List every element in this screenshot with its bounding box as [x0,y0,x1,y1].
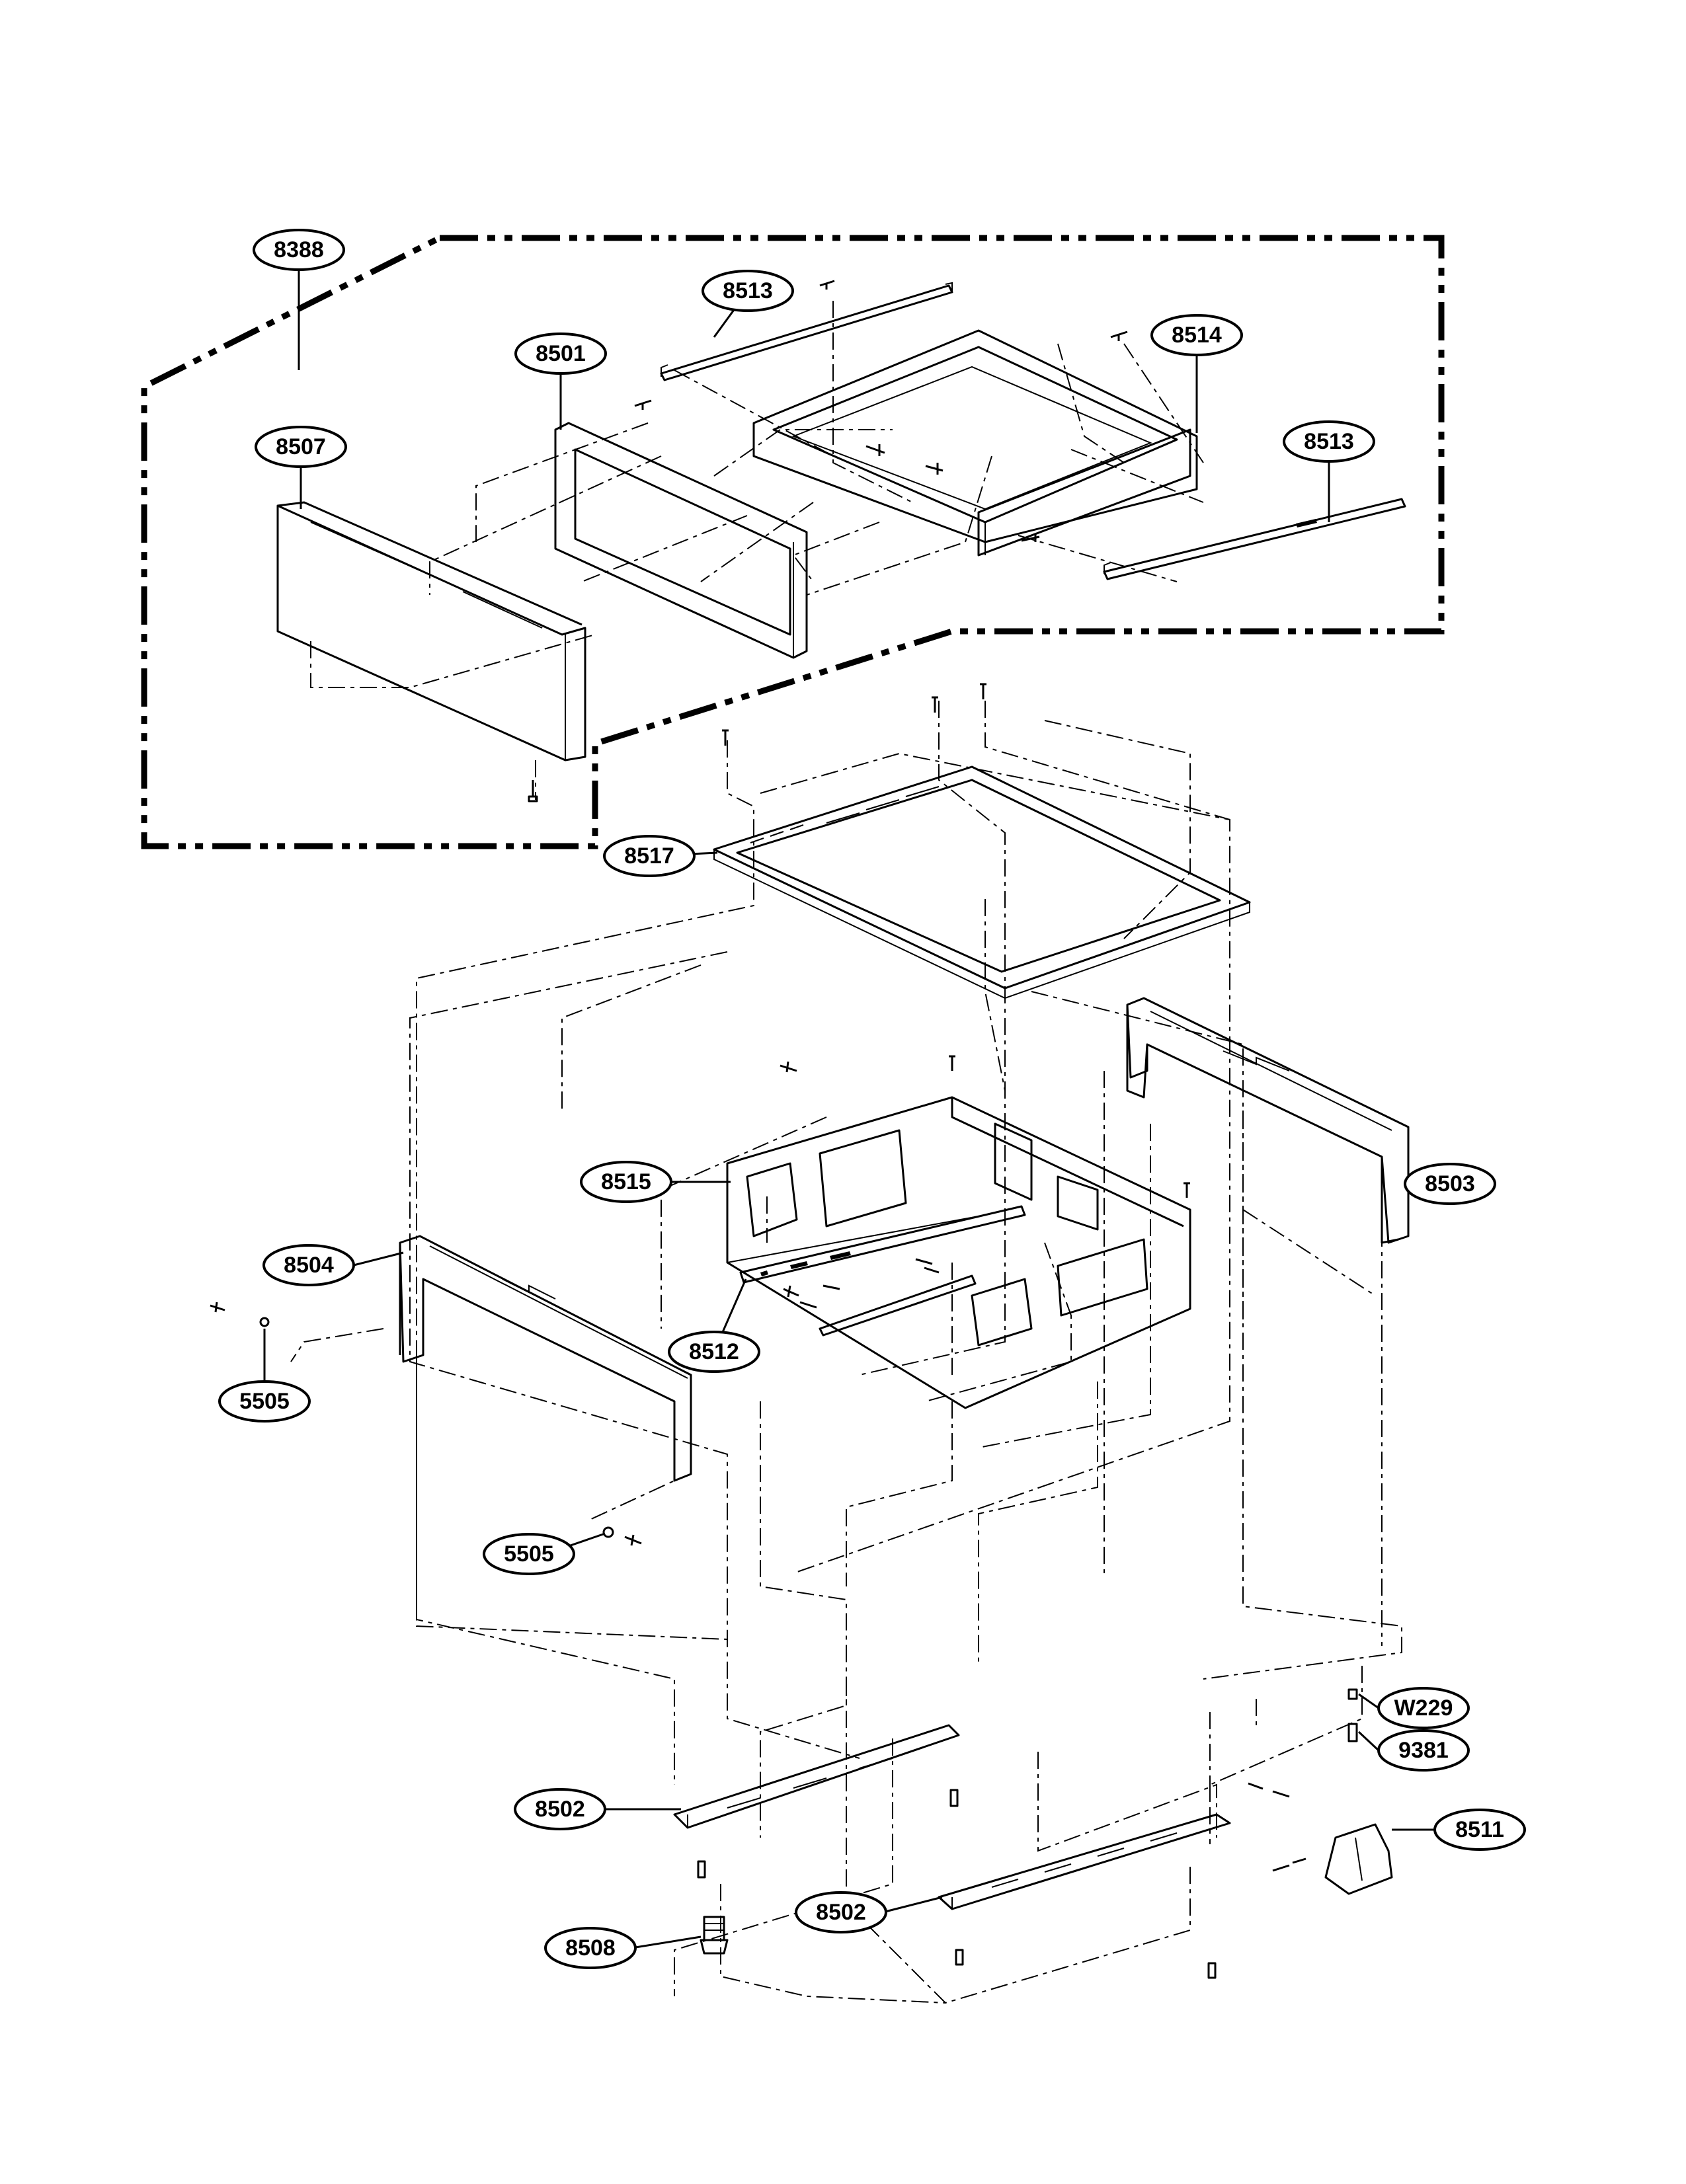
svg-text:8508: 8508 [565,1935,616,1961]
svg-text:8503: 8503 [1425,1171,1475,1196]
svg-text:8515: 8515 [601,1169,651,1194]
drawer-front-panel [276,501,586,761]
svg-text:9381: 9381 [1398,1738,1449,1763]
slide-bracket [739,1205,1026,1337]
callout-8502-left: 8502 [514,1788,606,1830]
callout-8501: 8501 [514,332,607,375]
top-plate-screws [722,683,986,746]
svg-text:8511: 8511 [1455,1817,1504,1842]
bottom-rail-right [938,1813,1231,1910]
right-side-frame [1126,997,1410,1244]
callout-leader-lines [263,263,1435,1949]
callout-5505-left: 5505 [218,1380,311,1423]
callout-8513-top: 8513 [702,270,794,312]
bottom-screws [697,1789,1217,1979]
svg-text:8388: 8388 [274,237,324,262]
svg-text:8514: 8514 [1172,323,1222,348]
svg-text:8517: 8517 [624,843,674,869]
anti-tip-bracket [1248,1688,1393,1895]
base-enclosure-box [726,1096,1191,1409]
left-side-frame [399,1235,692,1482]
callout-8504: 8504 [262,1244,355,1286]
callout-8517: 8517 [603,835,696,877]
callout-5505-lower: 5505 [483,1533,575,1575]
callout-w229: W229 [1377,1687,1470,1729]
callout-8512: 8512 [668,1331,760,1373]
callout-8514: 8514 [1150,314,1243,356]
callout-8503: 8503 [1404,1163,1496,1205]
base-top-cover-plate [713,765,1251,999]
callout-8507: 8507 [255,426,347,468]
svg-text:8502: 8502 [816,1900,866,1925]
callout-8502-right: 8502 [795,1891,887,1933]
drawer-slide-rail-bottom [1103,498,1406,580]
callout-8513-bottom: 8513 [1283,420,1375,463]
callout-9381: 9381 [1377,1729,1470,1772]
drawer-assembly-boundary [141,235,1445,849]
drawer-inner-frame [554,422,808,659]
svg-text:8512: 8512 [689,1339,739,1364]
drawer-screws [528,280,1128,802]
drawer-slide-rail-top [660,282,953,381]
phantom-alignment-lines [290,301,1402,2004]
drawer-tray [752,329,1198,557]
callout-8388: 8388 [253,229,345,271]
svg-text:5505: 5505 [504,1541,554,1567]
svg-text:8513: 8513 [723,278,773,303]
svg-text:8507: 8507 [276,434,326,459]
callout-8515: 8515 [580,1161,672,1203]
svg-text:8513: 8513 [1304,429,1354,454]
leveling-leg [700,1916,729,1955]
svg-text:8501: 8501 [536,341,586,366]
bottom-rail-left [673,1724,960,1829]
svg-text:8504: 8504 [284,1253,334,1278]
callout-8508: 8508 [544,1927,637,1969]
svg-text:W229: W229 [1394,1696,1453,1721]
svg-text:5505: 5505 [239,1389,290,1414]
callout-8511: 8511 [1433,1809,1526,1851]
side-frame-screws [210,1055,1190,1546]
svg-text:8502: 8502 [535,1797,585,1822]
